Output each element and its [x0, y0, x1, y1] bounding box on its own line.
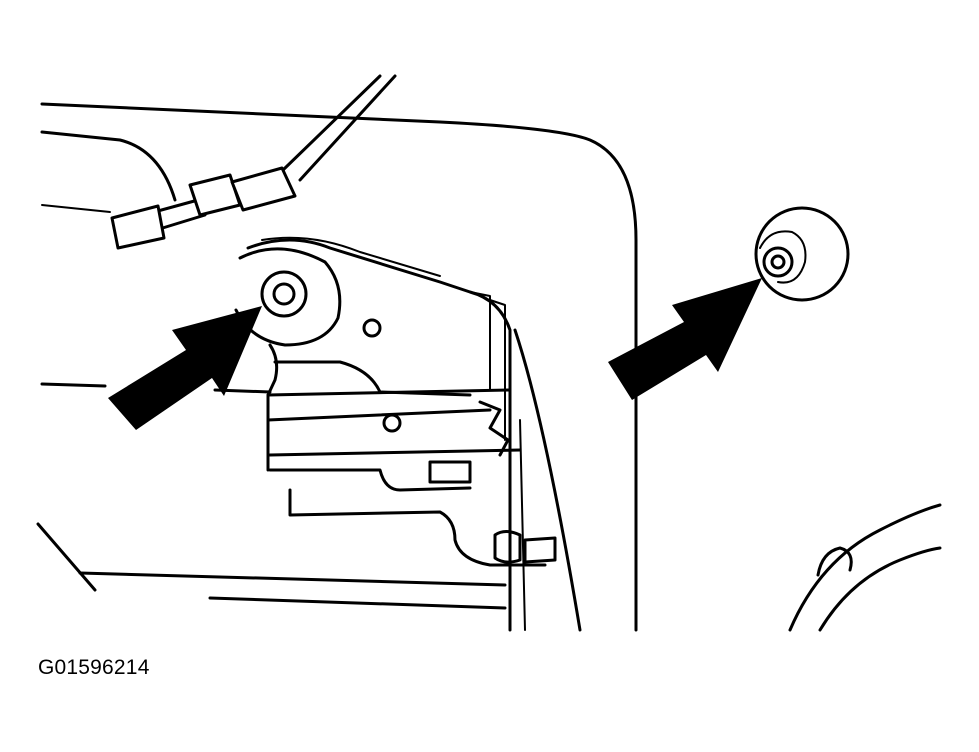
- frame-member-a: [469, 291, 491, 391]
- pivot-bracket-boss: [234, 247, 342, 347]
- harness-tape-clip: [110, 204, 166, 250]
- body-panel-edge-lower: [41, 204, 111, 213]
- bracket-rail-lower: [268, 448, 522, 457]
- lower-right-lug: [816, 546, 853, 577]
- bracket-rail-upper: [266, 388, 512, 397]
- cowl-line-bottom: [208, 596, 507, 610]
- left-pivot-bolt-outer: [260, 270, 308, 318]
- bracket-hole-upper: [362, 318, 382, 338]
- figure-code-label: G01596214: [38, 656, 150, 679]
- left-pivot-bolt-inner: [272, 282, 296, 306]
- bracket-hole-lower: [382, 413, 402, 433]
- cover-plug-recess: [759, 230, 807, 284]
- harness-cable: [281, 74, 397, 182]
- body-panel-outline: [40, 102, 638, 632]
- bracket-clip: [493, 530, 522, 564]
- bracket-lower-body: [268, 468, 472, 492]
- bracket-rail-mid: [266, 408, 492, 422]
- frame-member-b: [489, 299, 506, 441]
- bracket-clip-tab: [523, 536, 557, 564]
- right-cover-bolt-outer: [762, 246, 794, 278]
- bracket-tab: [428, 460, 472, 484]
- body-panel-edge-upper: [40, 130, 177, 202]
- right-cover-bolt-inner: [770, 254, 786, 270]
- harness-connector-cap: [230, 166, 297, 212]
- frame-member-c: [513, 328, 582, 632]
- pivot-bracket-top: [246, 238, 512, 632]
- arrow-icon-right-bolt: [608, 278, 762, 400]
- pivot-bracket-ridge: [261, 236, 441, 277]
- lower-right-component: [788, 503, 942, 632]
- frame-member-d: [519, 419, 526, 631]
- cover-plug: [754, 206, 850, 302]
- bracket-neck: [266, 343, 279, 472]
- bracket-base: [288, 488, 547, 567]
- lower-right-component-inner: [818, 546, 942, 632]
- bracket-notch: [478, 400, 510, 457]
- arrow-icon-left-bolt: [108, 306, 262, 430]
- cowl-line-lower: [78, 571, 507, 587]
- cowl-diagonal: [36, 522, 97, 592]
